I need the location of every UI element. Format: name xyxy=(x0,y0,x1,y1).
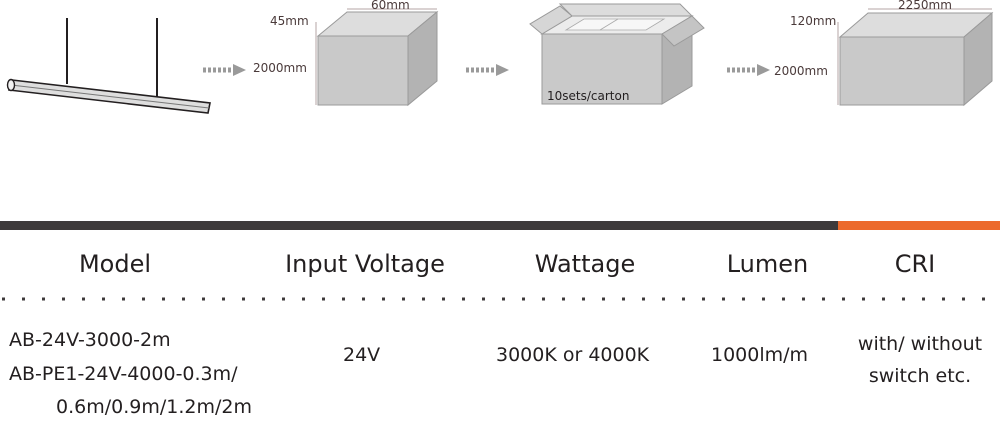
carton-quantity-label: 10sets/carton xyxy=(547,89,630,103)
voltage-value: 24V xyxy=(343,344,381,366)
master-box-length-label: 2000mm xyxy=(774,64,828,78)
model-line-3: 0.6m/0.9m/1.2m/2m xyxy=(56,396,252,418)
header-input-voltage: Input Voltage xyxy=(285,250,445,278)
model-line-1: AB-24V-3000-2m xyxy=(9,329,171,351)
wattage-value: 3000K or 4000K xyxy=(496,344,650,366)
lumen-value: 1000lm/m xyxy=(711,344,809,366)
master-box xyxy=(837,8,994,107)
open-carton xyxy=(529,3,705,105)
cri-line-1: with/ without xyxy=(857,333,983,355)
header-wattage: Wattage xyxy=(534,250,636,278)
single-box-height-label: 45mm xyxy=(270,14,309,28)
single-box-length-label: 2000mm xyxy=(253,61,307,75)
single-box-width-label: 60mm xyxy=(371,0,410,12)
header-bar-dark xyxy=(0,221,838,230)
pendant-light-icon xyxy=(6,18,211,114)
arrow-right-icon xyxy=(466,64,509,76)
master-box-height-label: 120mm xyxy=(790,14,837,28)
header-bar-accent xyxy=(838,221,1000,230)
arrow-right-icon xyxy=(727,64,770,76)
master-box-width-label: 2250mm xyxy=(898,0,952,12)
header-model: Model xyxy=(78,250,152,278)
header-lumen: Lumen xyxy=(726,250,809,278)
single-box xyxy=(315,8,439,107)
model-line-2: AB-PE1-24V-4000-0.3m/ xyxy=(9,363,238,385)
header-cri: CRI xyxy=(894,250,936,278)
arrow-right-icon xyxy=(203,64,246,76)
cri-line-2: switch etc. xyxy=(868,365,972,387)
